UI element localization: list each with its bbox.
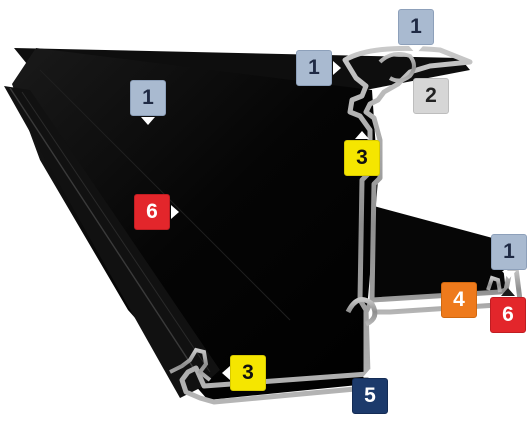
callout-pointer <box>333 61 341 75</box>
callout-badge-1-left: 1 <box>130 80 166 116</box>
callout-badge-1-top-right: 1 <box>398 9 434 45</box>
callout-badge-6-right: 6 <box>490 297 526 333</box>
profile-bottom-plate <box>370 205 506 300</box>
callout-badge-1-top-clip: 1 <box>296 50 332 86</box>
callout-pointer <box>409 46 423 54</box>
callout-badge-5: 5 <box>352 378 388 414</box>
callout-badge-6-left: 6 <box>134 194 170 230</box>
callout-pointer <box>171 205 179 219</box>
callout-pointer <box>452 319 466 327</box>
callout-badge-1-bottom-right: 1 <box>491 234 527 270</box>
callout-pointer <box>363 369 377 377</box>
callout-badge-3-lower: 3 <box>230 355 266 391</box>
callout-pointer <box>502 271 516 279</box>
callout-badge-2: 2 <box>413 78 449 114</box>
callout-pointer <box>141 117 155 125</box>
callout-pointer <box>501 288 515 296</box>
callout-badge-3-upper: 3 <box>344 140 380 176</box>
callout-pointer <box>355 131 369 139</box>
callout-pointer <box>405 89 413 103</box>
callout-badge-4: 4 <box>441 282 477 318</box>
callout-pointer <box>222 366 230 380</box>
